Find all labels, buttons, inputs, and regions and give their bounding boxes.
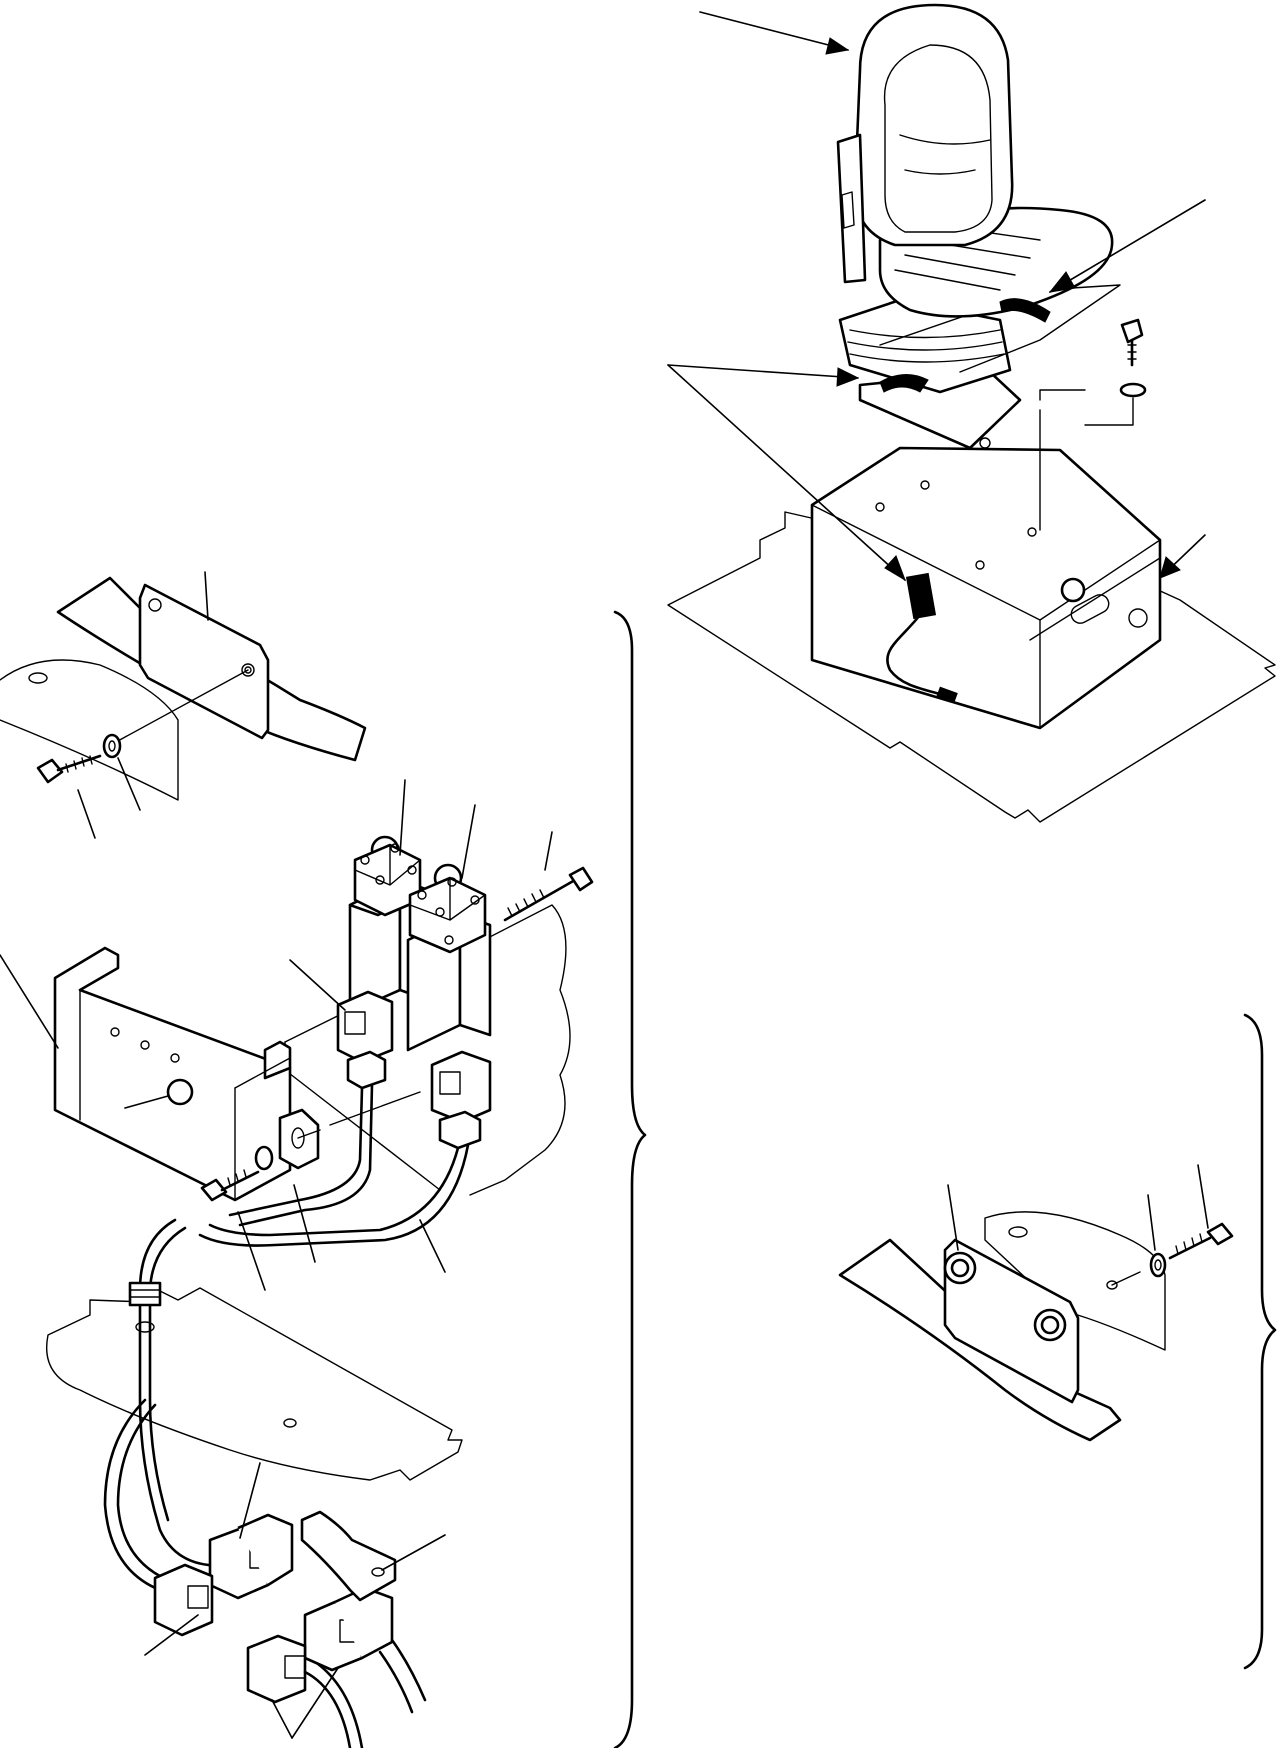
left-group-brace <box>613 610 647 1748</box>
recline-lever[interactable] <box>999 298 1051 323</box>
upper-stop-bracket-group <box>0 571 367 839</box>
slide-lever[interactable] <box>879 374 929 393</box>
lower-bracket-washer[interactable] <box>1149 1252 1167 1278</box>
right-group-brace <box>1243 1013 1277 1670</box>
seat-backrest[interactable] <box>853 3 1014 247</box>
seat-mount-bolt[interactable] <box>1120 318 1144 367</box>
floor-connector-4[interactable] <box>246 1634 307 1704</box>
seat-harness-wire <box>886 613 952 700</box>
switch-harness-2 <box>208 1146 460 1237</box>
bracket-tab[interactable] <box>278 1108 320 1170</box>
lower-stop-bracket-group <box>838 1164 1234 1442</box>
lower-stop-bracket-plate[interactable] <box>943 1238 1080 1404</box>
floor-plate-outline <box>667 511 1276 823</box>
frame-mounting-plate <box>0 659 179 801</box>
switch-mounting-bolt[interactable] <box>503 866 594 922</box>
harness-connector-black <box>905 572 937 620</box>
leader-recline-lever <box>1049 199 1206 293</box>
bracket-stop-knob[interactable] <box>166 1078 194 1106</box>
operator-seat-assembly <box>667 3 1276 823</box>
bracket-mount-washer[interactable] <box>254 1145 274 1171</box>
leader-seat-assembly <box>699 11 849 51</box>
switch-bracket[interactable] <box>53 946 292 1202</box>
harness-grommet[interactable] <box>128 1281 162 1307</box>
floor-connector-2[interactable] <box>153 1563 214 1637</box>
harness-clamp[interactable] <box>300 1510 397 1602</box>
main-harness-bundle <box>138 1218 232 1567</box>
bracket-mount-bolt[interactable] <box>200 1169 260 1202</box>
lower-bracket-nut-2[interactable] <box>1033 1308 1067 1342</box>
lower-bracket-bolt[interactable] <box>1168 1222 1234 1260</box>
seat-switch-2[interactable] <box>406 863 492 1052</box>
seat-base-box[interactable] <box>810 446 1162 730</box>
leader-harness <box>667 364 906 581</box>
upper-bracket-washer[interactable] <box>102 733 122 759</box>
upper-bracket-bolt[interactable] <box>36 754 102 784</box>
leader-slide-lever <box>667 364 859 379</box>
switch-connector-1[interactable] <box>336 990 394 1090</box>
base-drawer-handle[interactable] <box>1068 592 1112 627</box>
floor-connector-3[interactable] <box>303 1586 394 1672</box>
lower-bracket-nut-1[interactable] <box>943 1251 977 1285</box>
floor-connector-1[interactable] <box>208 1513 294 1600</box>
floor-panel-outline <box>46 1287 463 1481</box>
seat-mount-washer[interactable] <box>1119 382 1147 398</box>
key-lock[interactable] <box>1128 608 1148 628</box>
switch-connector-2[interactable] <box>430 1050 492 1150</box>
seat-armrest[interactable] <box>836 133 867 284</box>
base-knob[interactable] <box>1060 577 1086 603</box>
floor-harness-group <box>46 1218 463 1748</box>
stop-bracket-plate[interactable] <box>138 583 270 740</box>
seat-switch-bracket-group <box>0 779 594 1291</box>
switch-harness-1 <box>228 1086 364 1217</box>
